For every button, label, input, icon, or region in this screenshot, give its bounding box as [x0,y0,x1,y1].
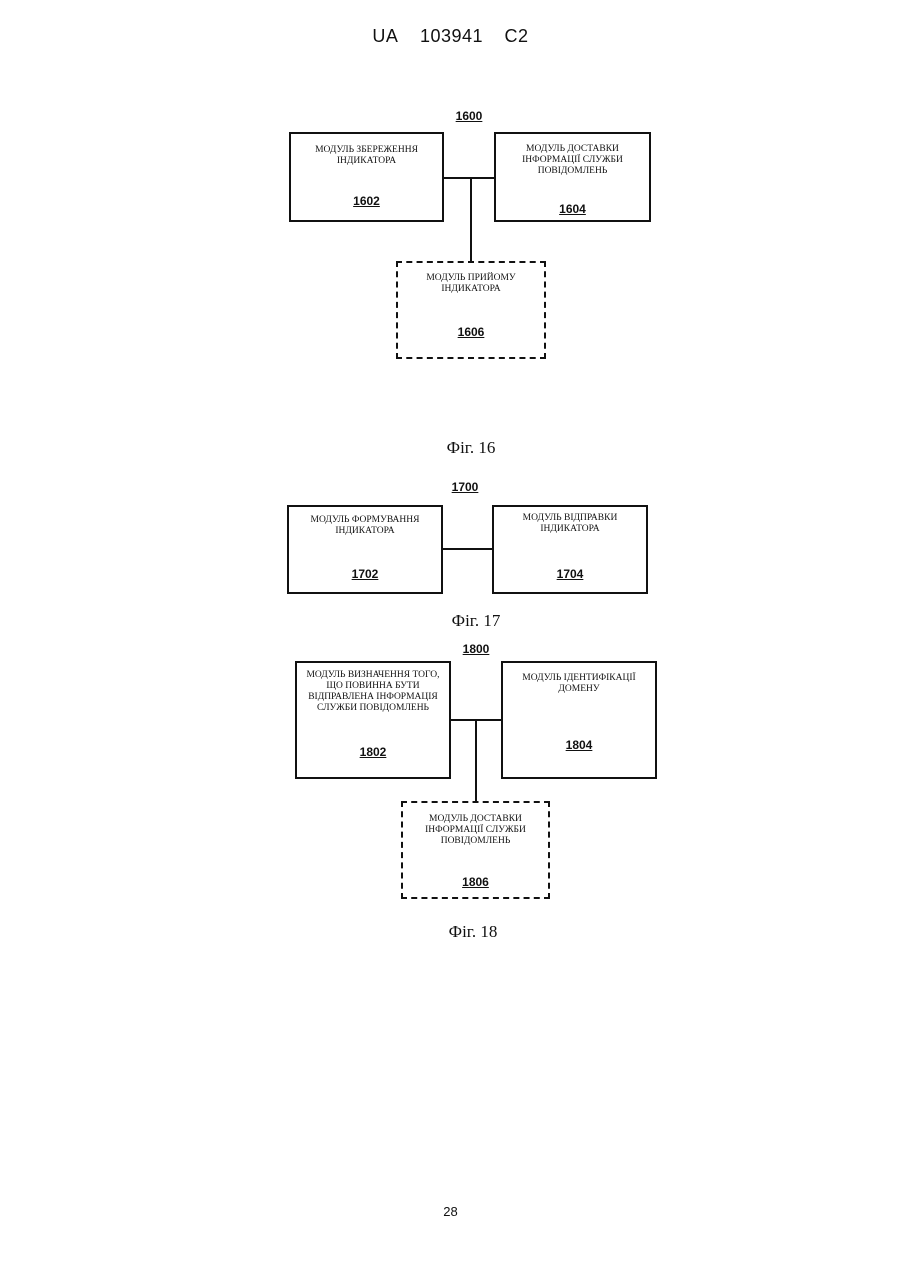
fig17-caption: Фіг. 17 [452,611,501,631]
box-1804-label: МОДУЛЬ ІДЕНТИФІКАЦІЇ ДОМЕНУ [507,673,651,695]
box-1802-number: 1802 [297,745,449,759]
box-1604: МОДУЛЬ ДОСТАВКИ ІНФОРМАЦІЇ СЛУЖБИ ПОВІДО… [494,132,651,222]
box-1604-label: МОДУЛЬ ДОСТАВКИ ІНФОРМАЦІЇ СЛУЖБИ ПОВІДО… [500,144,645,177]
box-1704: МОДУЛЬ ВІДПРАВКИ ІНДИКАТОРА 1704 [492,505,648,594]
fig16-caption: Фіг. 16 [447,438,496,458]
box-1606: МОДУЛЬ ПРИЙОМУ ІНДИКАТОРА 1606 [396,261,546,359]
box-1606-number: 1606 [398,325,544,339]
box-1804-number: 1804 [503,738,655,752]
box-1806-label: МОДУЛЬ ДОСТАВКИ ІНФОРМАЦІЇ СЛУЖБИ ПОВІДО… [407,814,544,847]
box-1702: МОДУЛЬ ФОРМУВАННЯ ІНДИКАТОРА 1702 [287,505,443,594]
patent-kind: C2 [505,26,529,46]
box-1704-number: 1704 [494,567,646,581]
box-1804: МОДУЛЬ ІДЕНТИФІКАЦІЇ ДОМЕНУ 1804 [501,661,657,779]
fig16-connector-vertical [470,177,472,263]
box-1602: МОДУЛЬ ЗБЕРЕЖЕННЯ ІНДИКАТОРА 1602 [289,132,444,222]
box-1802: МОДУЛЬ ВИЗНАЧЕННЯ ТОГО, ЩО ПОВИННА БУТИ … [295,661,451,779]
page-number: 28 [0,1204,901,1219]
fig17-ref-number: 1700 [452,480,479,494]
patent-number: 103941 [420,26,483,46]
box-1602-number: 1602 [291,194,442,208]
patent-header: UA 103941 C2 [0,26,901,47]
fig16-connector-horizontal [442,177,496,179]
fig17-connector-horizontal [441,548,494,550]
box-1602-label: МОДУЛЬ ЗБЕРЕЖЕННЯ ІНДИКАТОРА [295,145,438,167]
box-1604-number: 1604 [496,202,649,216]
box-1702-number: 1702 [289,567,441,581]
box-1802-label: МОДУЛЬ ВИЗНАЧЕННЯ ТОГО, ЩО ПОВИННА БУТИ … [301,670,445,714]
patent-country: UA [372,26,398,46]
box-1702-label: МОДУЛЬ ФОРМУВАННЯ ІНДИКАТОРА [293,515,437,537]
fig16-ref-number: 1600 [456,109,483,123]
fig18-caption: Фіг. 18 [449,922,498,942]
box-1806: МОДУЛЬ ДОСТАВКИ ІНФОРМАЦІЇ СЛУЖБИ ПОВІДО… [401,801,550,899]
box-1606-label: МОДУЛЬ ПРИЙОМУ ІНДИКАТОРА [402,273,540,295]
box-1806-number: 1806 [403,875,548,889]
box-1704-label: МОДУЛЬ ВІДПРАВКИ ІНДИКАТОРА [498,513,642,535]
fig18-ref-number: 1800 [463,642,490,656]
fig18-connector-vertical [475,719,477,803]
